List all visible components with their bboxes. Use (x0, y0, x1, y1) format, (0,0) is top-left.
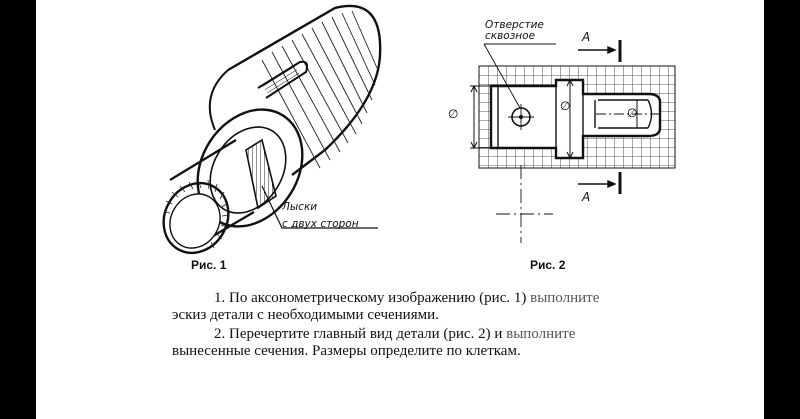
flats-callout-line1: Лыски (282, 201, 318, 213)
fig1-part-drawing (162, 4, 382, 255)
fig1-caption: Рис. 1 (191, 258, 227, 272)
diameter-label-middle: ∅ (560, 99, 571, 113)
task-1-line-2: эскиз детали с необходимыми сечениями. (172, 307, 439, 323)
textbook-sheet: Лыски с двух сторон Рис. 1 Отверстие скв… (36, 0, 764, 419)
task-1-line-1-main: 1. По аксонометрическому изображению (ри… (214, 290, 527, 306)
task-1-line-1: 1. По аксонометрическому изображению (ри… (172, 290, 712, 307)
section-mark-top: А (582, 30, 591, 44)
fig2-caption: Рис. 2 (530, 258, 566, 272)
task-2-line-2: вынесенные сечения. Размеры определите п… (172, 343, 521, 359)
figures-drawing (162, 4, 676, 255)
diameter-label-left: ∅ (448, 107, 459, 121)
task-2-line-1: 2. Перечертите главный вид детали (рис. … (172, 326, 712, 343)
task-1-line-1-tail: выполните (530, 290, 600, 306)
flats-callout-line2: с двух сторон (282, 218, 359, 230)
task-2-line-1-main: 2. Перечертите главный вид детали (рис. … (214, 326, 503, 342)
hole-callout-line2: сквозное (485, 30, 536, 42)
task-2: 2. Перечертите главный вид детали (рис. … (172, 326, 712, 360)
task-2-line-1-tail: выполните (506, 326, 576, 342)
diameter-label-right: ∅ (627, 106, 638, 120)
fig2-part-drawing (470, 40, 676, 243)
hole-callout: Отверстие сквозное (485, 20, 544, 42)
flats-callout: Лыски с двух сторон (282, 202, 359, 230)
section-mark-bottom: А (582, 190, 591, 204)
hole-callout-line1: Отверстие (485, 19, 544, 31)
task-1: 1. По аксонометрическому изображению (ри… (172, 290, 712, 324)
